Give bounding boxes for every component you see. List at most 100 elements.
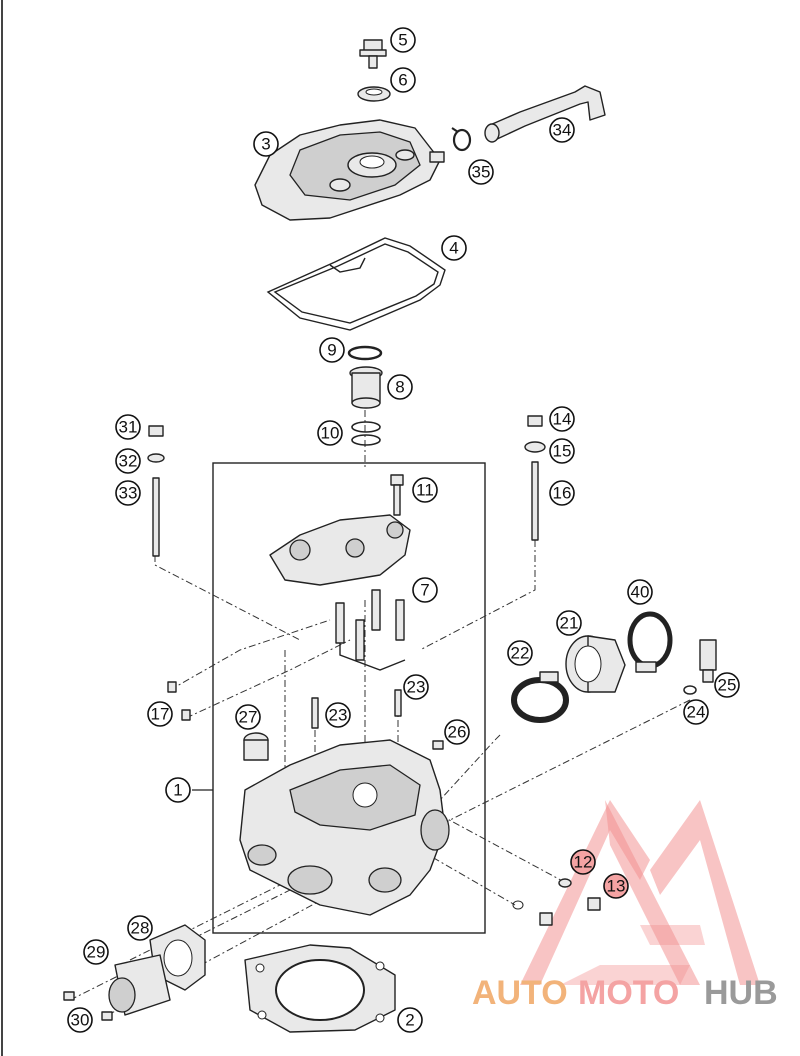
callout-9: 9 [319,337,345,363]
callout-label-3: 3 [261,135,270,154]
callout-17: 17 [147,701,173,727]
watermark-hub: HUB [704,974,778,1012]
part-6-seal [357,86,391,102]
callout-label-22: 22 [511,644,530,663]
callout-6: 6 [390,67,416,93]
part-15-washer [524,441,546,453]
callout-29: 29 [83,939,109,965]
part-22-hose-clamp [511,671,569,723]
small-o-ring [512,900,524,910]
part-11-bolt [390,474,404,516]
part-4-gasket [266,237,446,331]
part-33-stud [152,477,160,557]
callout-label-33: 33 [119,484,138,503]
part-34-breather-hose [484,85,606,143]
callout-26: 26 [444,719,470,745]
callout-label-5: 5 [398,31,407,50]
callout-16: 16 [549,480,575,506]
part-9-o-ring [347,345,383,361]
callout-34: 34 [549,117,575,143]
callout-label-23b: 23 [329,706,348,725]
callout-label-32: 32 [119,452,138,471]
part-17-screws [167,681,191,721]
callout-label-11: 11 [416,481,434,500]
part-7-valve-guides [335,589,406,671]
part-2-head-gasket [244,944,396,1033]
callout-label-30: 30 [71,1011,90,1030]
callout-4: 4 [441,235,467,261]
callout-label-24: 24 [687,703,706,722]
callout-13: 13 [603,873,629,899]
part-27-sleeve [243,732,269,761]
camshaft-bearing-bridge [269,514,411,586]
part-12-plug [558,878,572,888]
callout-label-6: 6 [398,71,407,90]
part-24-seal-ring [683,685,697,695]
callout-label-9: 9 [327,341,336,360]
callout-label-40: 40 [631,583,650,602]
callout-5: 5 [390,27,416,53]
callout-label-27: 27 [239,708,258,727]
callout-label-15: 15 [553,442,572,461]
part-8-tube [349,366,383,409]
callout-7: 7 [412,577,438,603]
callout-23b: 23 [325,702,351,728]
callout-label-12: 12 [574,853,593,872]
callout-label-21: 21 [560,614,579,633]
callout-25: 25 [714,672,740,698]
callout-label-2: 2 [405,1011,414,1030]
callout-label-35: 35 [472,163,491,182]
part-32-washer [147,453,165,463]
callout-label-29: 29 [87,943,106,962]
part-14-nut [527,415,543,427]
callout-31: 31 [115,414,141,440]
callout-label-16: 16 [553,484,572,503]
callout-8: 8 [387,374,413,400]
part-31-nut [148,425,164,437]
callout-label-25: 25 [718,676,737,695]
callout-label-14: 14 [553,410,572,429]
callout-label-26: 26 [448,723,467,742]
callout-label-8: 8 [395,378,404,397]
part-21-intake-adapter [565,635,626,693]
callout-label-23a: 23 [407,678,426,697]
assembly-frame [212,462,486,934]
part-3-valve-cover [254,119,445,221]
watermark-moto: MOTO [578,974,679,1012]
callout-35: 35 [468,159,494,185]
callout-label-1: 1 [173,781,182,800]
callout-11: 11 [412,477,438,503]
part-5-bolt [359,39,387,69]
callout-label-34: 34 [553,121,572,140]
watermark-logo [520,800,760,985]
leader-lines [69,410,691,1016]
callout-30: 30 [67,1007,93,1033]
callout-label-4: 4 [449,239,458,258]
part-23-dowels [311,689,402,729]
part-25-sensor [699,639,717,683]
part-13-plug [587,897,601,911]
part-30-screws [63,991,113,1021]
callout-label-31: 31 [119,418,138,437]
callout-21: 21 [556,610,582,636]
part-10-o-rings [351,421,381,446]
callout-23a: 23 [403,674,429,700]
callout-28: 28 [127,915,153,941]
part-16-stud [531,461,539,541]
watermark-text: AUTO MOTO HUB [472,974,778,1012]
callout-3: 3 [253,131,279,157]
callout-1: 1 [165,777,191,803]
part-1-cylinder-head [239,739,450,916]
callout-2: 2 [397,1007,423,1033]
callout-label-13: 13 [607,877,626,896]
callout-33: 33 [115,480,141,506]
callout-24: 24 [683,699,709,725]
part-40-clamp [627,611,673,673]
callout-10: 10 [317,420,343,446]
callout-label-28: 28 [131,919,150,938]
callout-32: 32 [115,448,141,474]
callout-15: 15 [549,438,575,464]
callout-22: 22 [507,640,533,666]
callout-label-10: 10 [321,424,340,443]
